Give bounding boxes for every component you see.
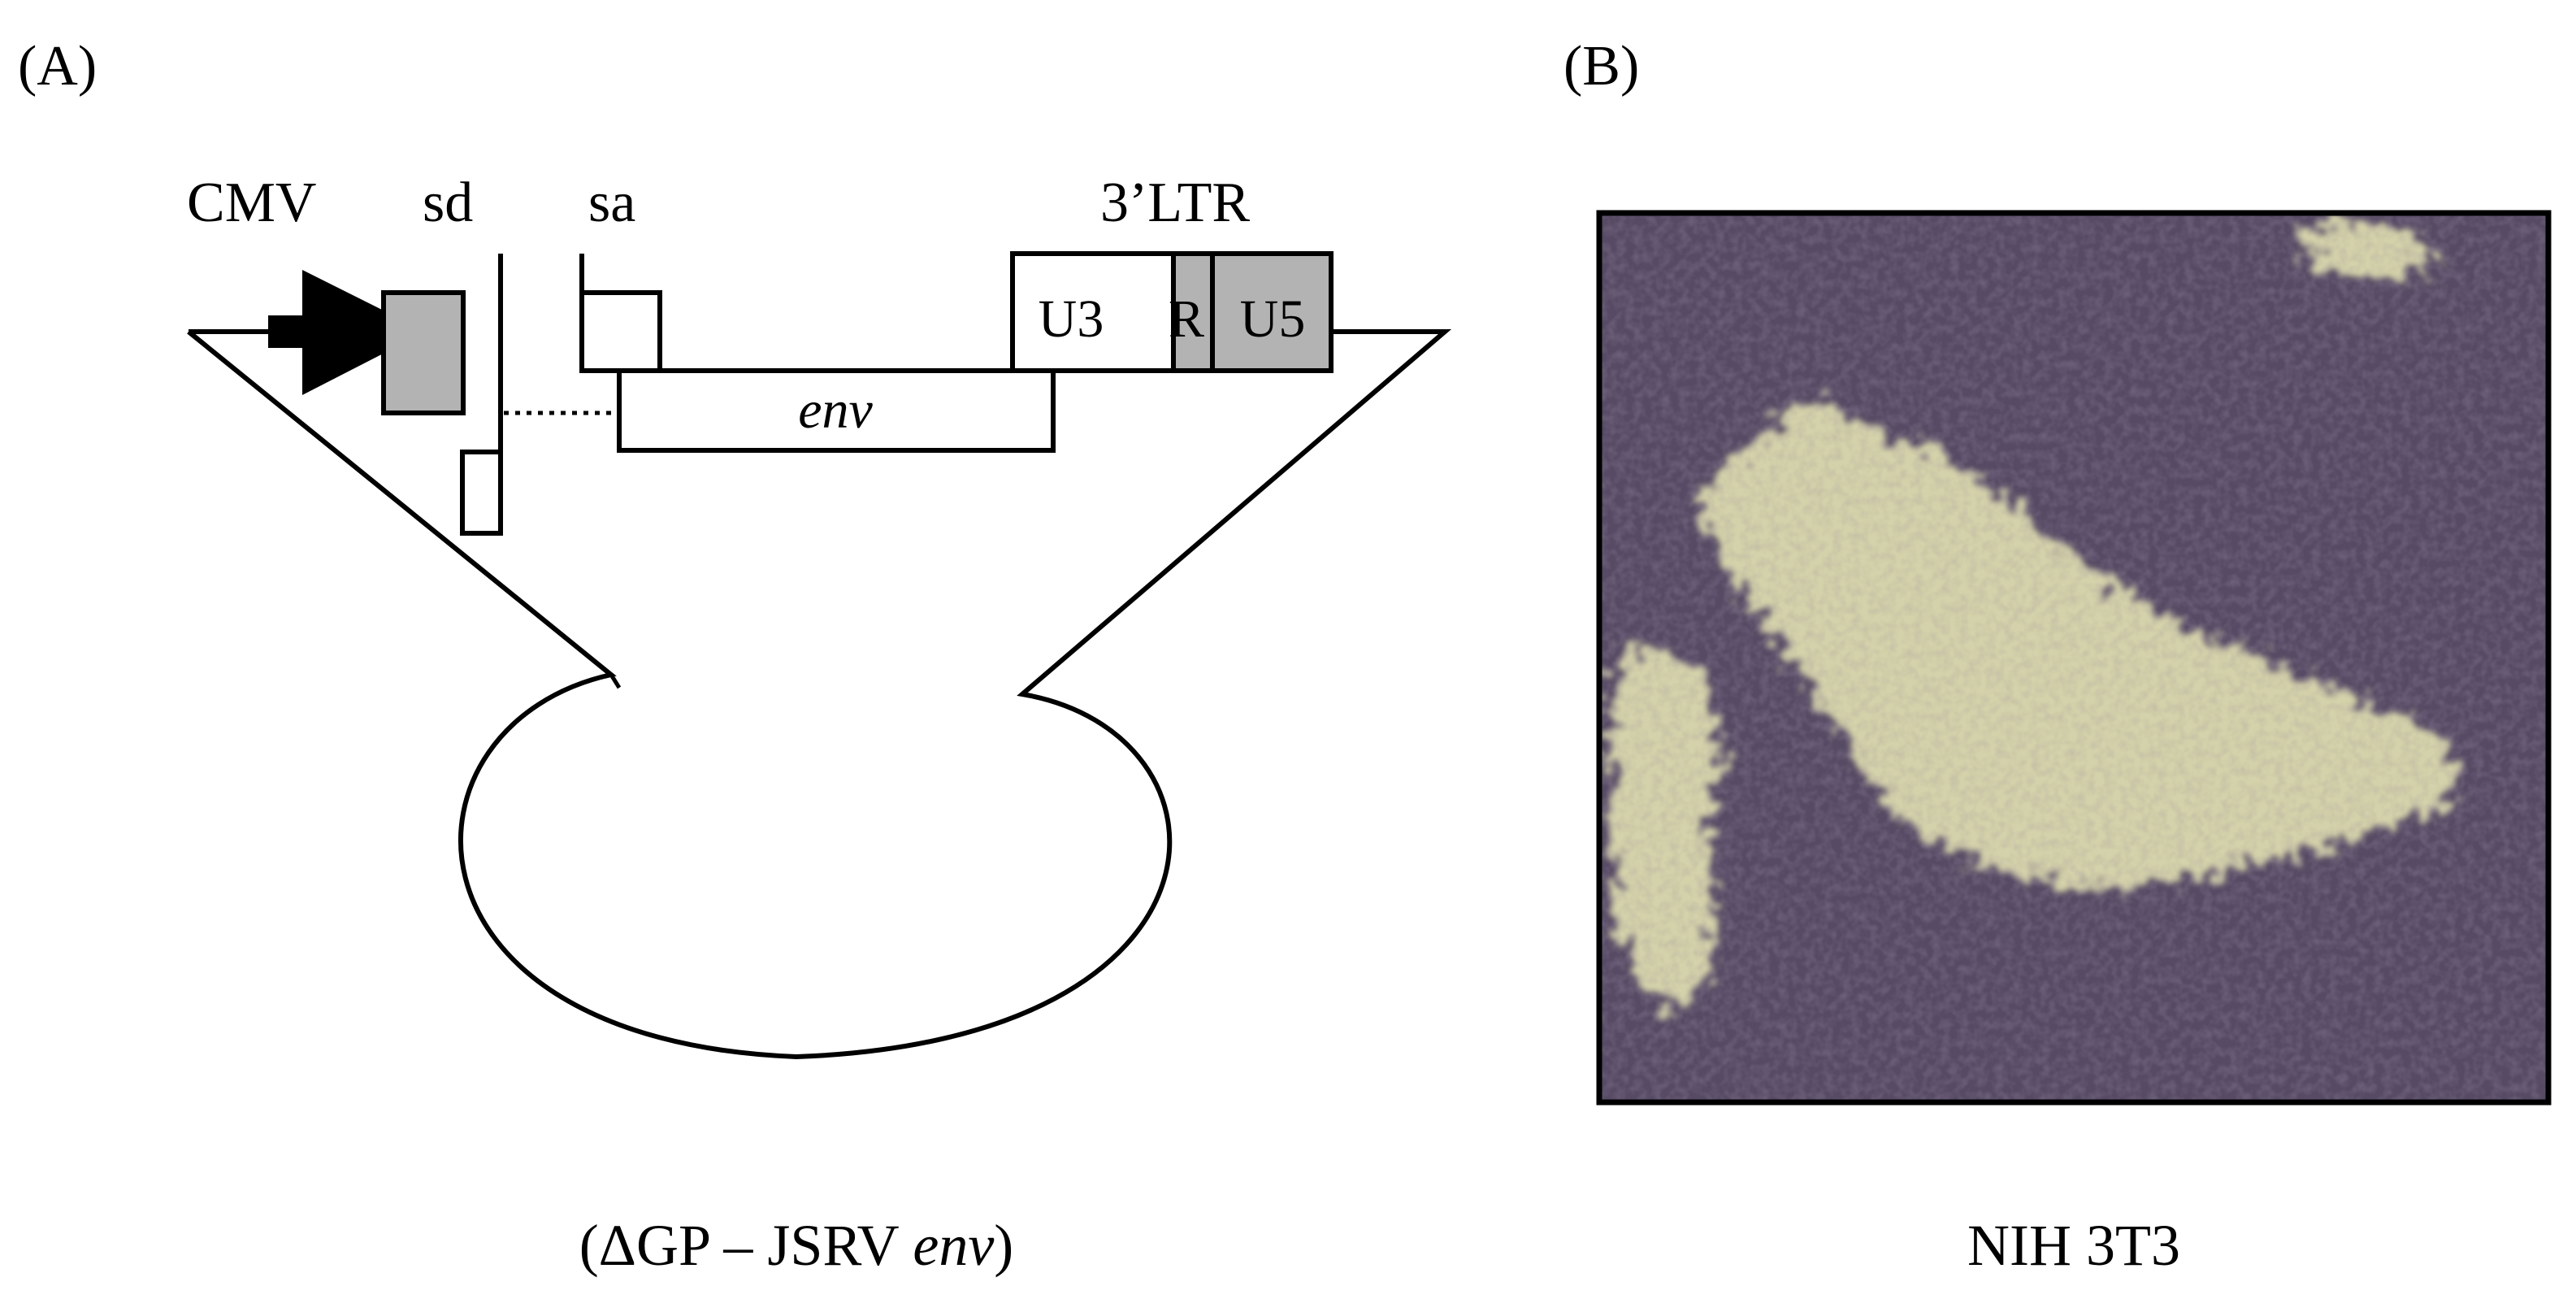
splice-donor-exon	[460, 450, 503, 536]
ltr-label: 3’LTR	[1100, 172, 1250, 234]
cmv-promoter-arrow-icon	[268, 270, 426, 395]
panel-a-caption: (ΔGP – JSRV env)	[579, 1213, 1014, 1278]
r-label: R	[1169, 289, 1204, 349]
micrograph-photo	[1599, 213, 2548, 1102]
caption-close: )	[994, 1213, 1013, 1278]
cmv-label: CMV	[187, 172, 316, 234]
env-label: env	[798, 380, 873, 440]
panel-a-label: (A)	[18, 35, 97, 98]
plasmid-outline	[187, 329, 1452, 1060]
splice-acceptor-exon	[579, 290, 662, 373]
panel-a: (A) CMV sd sa env 3’LTR U3 R U5	[18, 35, 1452, 1278]
u5-label: U5	[1240, 289, 1306, 349]
panel-b: (B) NIH 3T3	[1563, 35, 2552, 1278]
u3-label: U3	[1039, 289, 1104, 349]
micrograph-overlay-texture	[1599, 213, 2548, 1102]
plasmid-neck-mark	[609, 673, 622, 689]
caption-italic: env	[913, 1213, 994, 1278]
ltr-u5-box	[1210, 251, 1334, 373]
panel-b-label: (B)	[1563, 35, 1639, 98]
sa-label: sa	[588, 172, 635, 234]
caption-open: (ΔGP – JSRV	[579, 1213, 913, 1278]
cmv-shaded-box	[381, 290, 466, 415]
ltr-r-box	[1171, 251, 1215, 373]
micrograph-frame	[1596, 210, 2552, 1106]
env-gene-box	[617, 368, 1056, 453]
panel-b-caption: NIH 3T3	[1967, 1213, 2180, 1278]
sd-label: sd	[423, 172, 473, 234]
